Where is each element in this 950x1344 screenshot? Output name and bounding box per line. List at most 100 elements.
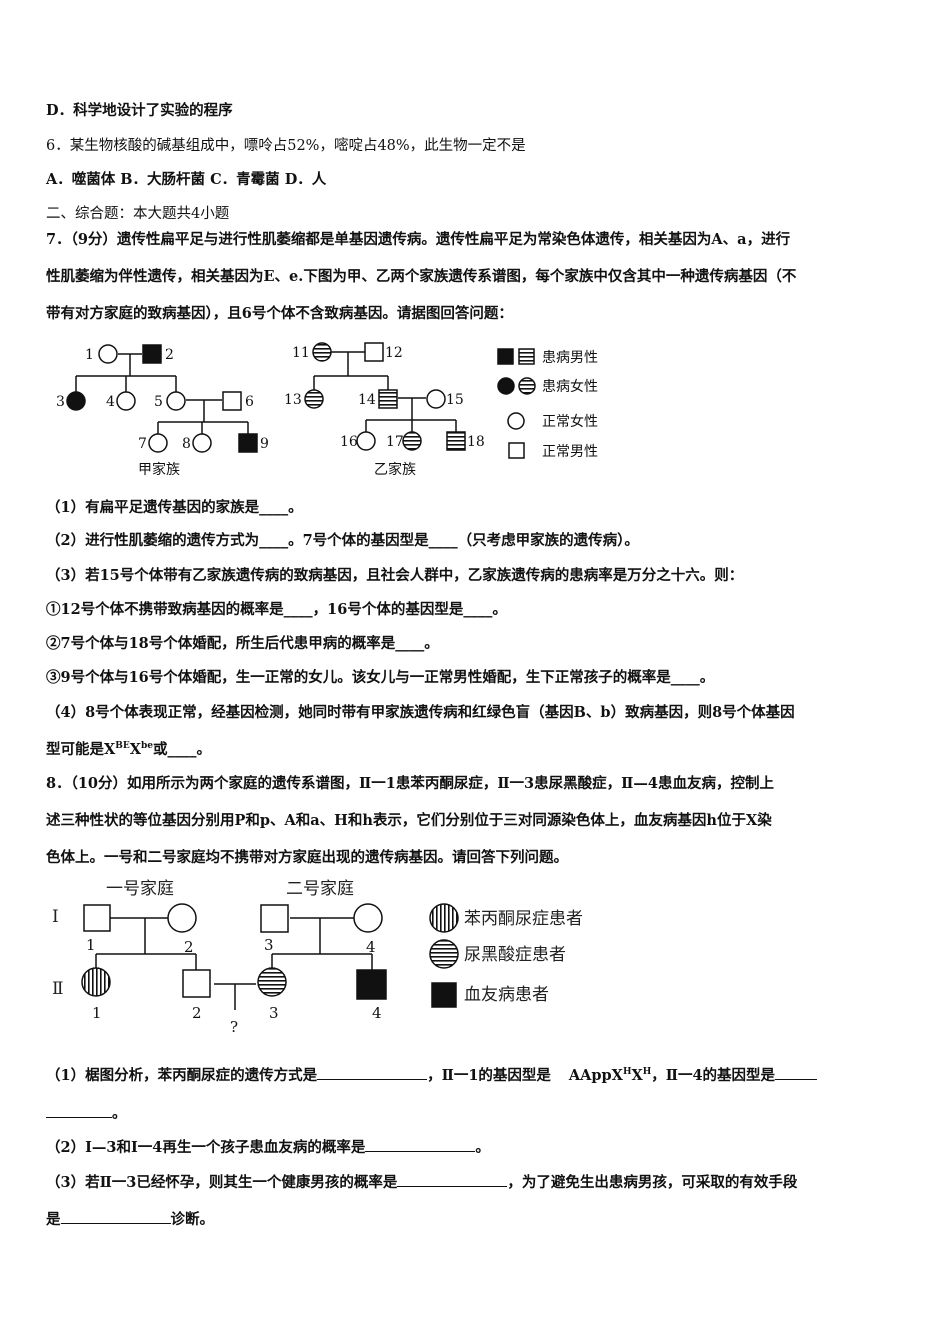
a-ind-4 xyxy=(116,391,136,411)
b-id-16: 16 xyxy=(340,434,358,450)
answer-blank[interactable] xyxy=(397,1172,508,1187)
b-id-14: 14 xyxy=(358,392,376,408)
f2-I-3-id: 3 xyxy=(264,936,274,954)
q8-stem-line2: 述三种性状的等位基因分别用P和p、A和a、H和h表示，它们分别位于三对同源染色体… xyxy=(46,812,772,829)
f2-I-4 xyxy=(353,903,383,933)
answer-blank[interactable] xyxy=(60,1209,171,1224)
q8-sub1-geno2: X xyxy=(631,1067,643,1084)
f1-I-2-id: 2 xyxy=(184,938,194,956)
q8-sub3-b: ，为了避免生出患病男孩，可采取的有效手段 xyxy=(507,1174,798,1191)
b-ind-11 xyxy=(312,342,332,362)
b-ind-17 xyxy=(402,431,422,451)
q8-sub3-line2: 是 诊断。 xyxy=(46,1209,214,1230)
family-a-label: 甲家族 xyxy=(138,461,180,478)
legend-pku: 苯丙酮尿症患者 xyxy=(464,909,583,929)
a-ind-3 xyxy=(66,391,86,411)
legend-affected-male: 患病男性 xyxy=(542,350,598,366)
family-b-label: 乙家族 xyxy=(374,461,416,478)
q8-sub1-end: 。 xyxy=(112,1105,127,1122)
f2-II-3 xyxy=(257,967,287,997)
q7-sub4-line1: （4）8号个体表现正常，经基因检测，她同时带有甲家族遗传病和红绿色盲（基因B、b… xyxy=(46,704,795,721)
q7-sub4-pre: 型可能是X xyxy=(46,741,116,758)
q8-sub2-end: 。 xyxy=(475,1139,490,1156)
q8-pedigree-figure: 一号家庭 二号家庭 Ⅰ Ⅱ 苯丙酮尿症患者 尿黑酸症患者 血友病患者 1 2 3… xyxy=(52,879,583,1036)
b-ind-18 xyxy=(446,431,466,451)
q8-stem-line3: 色体上。一号和二号家庭均不携带对方家庭出现的遗传病基因。请回答下列问题。 xyxy=(46,849,568,866)
q7-stem-line2: 性肌萎缩为伴性遗传，相关基因为E、e.下图为甲、乙两个家族遗传系谱图，每个家族中… xyxy=(46,268,797,285)
q7-sub4-line2: 型可能是XBEXbe或____。 xyxy=(46,740,211,760)
b-ind-15 xyxy=(426,389,446,409)
q7-sub4-sup1: BE xyxy=(115,741,130,751)
a-id-1: 1 xyxy=(85,347,94,363)
f1-I-1 xyxy=(83,904,111,932)
a-id-4: 4 xyxy=(106,394,115,410)
a-id-6: 6 xyxy=(245,394,254,410)
b-ind-12 xyxy=(364,342,384,362)
family1-label: 一号家庭 xyxy=(106,879,174,899)
q8-sub3-c: 是 xyxy=(46,1211,61,1228)
q8-sub1-geno: AAppX xyxy=(568,1067,623,1084)
unknown-child: ? xyxy=(230,1018,238,1036)
q7-sub2: （2）进行性肌萎缩的遗传方式为____。7号个体的基因型是____（只考虑甲家族… xyxy=(46,532,639,549)
b-id-18: 18 xyxy=(467,434,485,450)
b-id-15: 15 xyxy=(446,392,464,408)
q7-sub3-1: ①12号个体不携带致病基因的概率是____，16号个体的基因型是____。 xyxy=(46,601,507,618)
answer-blank[interactable] xyxy=(775,1065,818,1080)
q7-sub3: （3）若15号个体带有乙家族遗传病的致病基因，且社会人群中，乙家族遗传病的患病率… xyxy=(46,567,744,584)
b-ind-14 xyxy=(378,389,398,409)
f2-I-4-id: 4 xyxy=(366,938,376,956)
answer-blank[interactable] xyxy=(46,1103,112,1118)
f2-II-4 xyxy=(356,969,387,1000)
a-id-7: 7 xyxy=(138,436,147,452)
a-id-5: 5 xyxy=(154,394,163,410)
legend-normal-male: 正常男性 xyxy=(542,444,598,460)
q8-sub1-c: ，Ⅱ一4的基因型是 xyxy=(651,1067,776,1084)
b-id-13: 13 xyxy=(284,392,302,408)
q7-sub4-mid: X xyxy=(129,741,141,758)
q7-sub4-sup2: be xyxy=(140,741,154,751)
a-ind-1 xyxy=(98,344,118,364)
q6-options: A．噬菌体 B．大肠杆菌 C．青霉菌 D．人 xyxy=(46,171,327,188)
answer-blank[interactable] xyxy=(317,1065,428,1080)
q8-sub2-a: （2）Ⅰ—3和Ⅰ一4再生一个孩子患血友病的概率是 xyxy=(46,1139,366,1156)
a-id-3: 3 xyxy=(56,394,65,410)
a-id-9: 9 xyxy=(260,436,269,452)
q8-sub3-line1: （3）若Ⅱ一3已经怀孕，则其生一个健康男孩的概率是，为了避免生出患病男孩，可采取… xyxy=(46,1172,797,1193)
f2-II-3-id: 3 xyxy=(269,1004,279,1022)
q7-sub3-2: ②7号个体与18号个体婚配，所生后代患甲病的概率是____。 xyxy=(46,635,439,652)
legend-normal-female: 正常女性 xyxy=(542,413,598,430)
q7-sub1: （1）有扁平足遗传基因的家族是____。 xyxy=(46,499,303,516)
q5-option-d: D．科学地设计了实验的程序 xyxy=(46,102,233,119)
section2-title: 二、综合题：本大题共4小题 xyxy=(46,206,230,222)
q7-sub4-post: 或____。 xyxy=(153,741,212,758)
b-id-12: 12 xyxy=(385,345,403,361)
b-ind-16 xyxy=(356,431,376,451)
f1-II-2 xyxy=(182,969,211,998)
answer-blank[interactable] xyxy=(365,1137,476,1152)
f1-II-1 xyxy=(81,967,111,997)
q7-stem-line3: 带有对方家庭的致病基因），且6号个体不含致病基因。请据图回答问题： xyxy=(46,305,513,322)
legend-affected-female: 患病女性 xyxy=(542,378,598,395)
f1-I-1-id: 1 xyxy=(86,936,96,954)
b-ind-13 xyxy=(304,389,324,409)
f2-II-4-id: 4 xyxy=(372,1004,382,1022)
a-ind-7 xyxy=(148,433,168,453)
a-id-8: 8 xyxy=(182,436,191,452)
q6-stem-text: 6．某生物核酸的碱基组成中，嘌呤占52%，嘧啶占48%，此生物一定不是 xyxy=(46,138,526,154)
f1-II-1-id: 1 xyxy=(92,1004,102,1022)
b-id-11: 11 xyxy=(292,345,310,361)
gen-I-label: Ⅰ xyxy=(52,907,59,927)
q7-stem-line1: 7．（9分）遗传性扁平足与进行性肌萎缩都是单基因遗传病。遗传性扁平足为常染色体遗… xyxy=(46,231,791,248)
q8-sub3-end: 诊断。 xyxy=(170,1211,215,1228)
q8-sub1-a: （1）椐图分析，苯丙酮尿症的遗传方式是 xyxy=(46,1067,318,1084)
a-id-2: 2 xyxy=(165,347,174,363)
q6-stem: 6．某生物核酸的碱基组成中，嘌呤占52%，嘧啶占48%，此生物一定不是 xyxy=(46,136,526,156)
q8-sub1-sup1: H xyxy=(622,1067,632,1077)
q8-sub1-sup2: H xyxy=(642,1067,652,1077)
a-ind-2 xyxy=(142,344,162,364)
f1-II-2-id: 2 xyxy=(192,1004,202,1022)
f2-I-3 xyxy=(260,904,289,933)
b-id-17: 17 xyxy=(386,434,404,450)
